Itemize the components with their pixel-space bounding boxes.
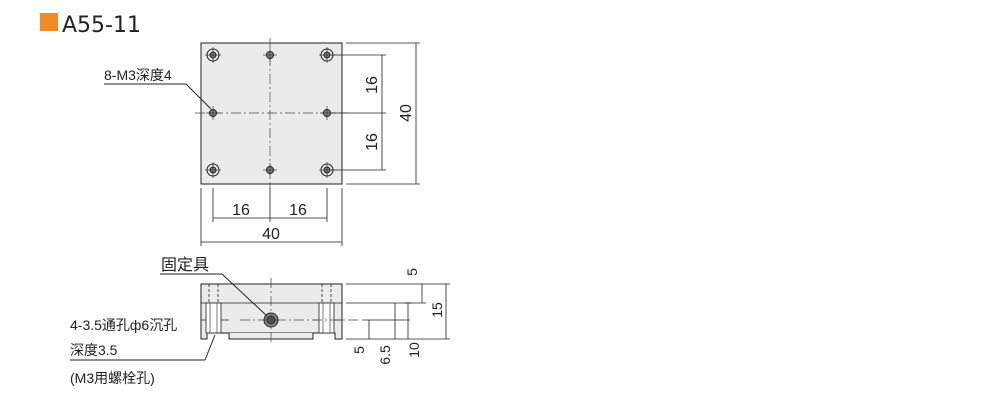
- dim-width: 40: [262, 226, 280, 243]
- dim-v-pitch-bottom: 16: [364, 133, 381, 151]
- counterbore-note-line2: 深度3.5: [70, 342, 118, 358]
- dim-5-top: 5: [404, 268, 420, 276]
- side-view: 固定具 4-3.5通孔ф6沉孔 深度3.5 (M3用螺栓孔) 5 15 5 6.…: [70, 256, 450, 386]
- counterbore-hole: [205, 284, 222, 334]
- top-plate: [200, 42, 343, 185]
- counterbore-note-line1: 4-3.5通孔ф6沉孔: [70, 317, 177, 333]
- clamp-label: 固定具: [161, 256, 209, 274]
- tapped-hole: [263, 48, 277, 62]
- clamp-label-leader: [221, 273, 268, 317]
- model-title: A55-11: [62, 13, 141, 38]
- dim-15: 15: [429, 302, 445, 318]
- header-marker: [40, 13, 58, 31]
- tapped-hole: [263, 163, 277, 177]
- dim-h-pitch-left: 16: [232, 202, 250, 219]
- counterbore-hole: [318, 284, 335, 334]
- tapped-hole: [206, 106, 220, 120]
- dim-10: 10: [406, 342, 422, 358]
- tapped-hole: [320, 106, 334, 120]
- side-body: [200, 283, 343, 340]
- tapped-hole: [205, 47, 221, 63]
- counterbore-note-leader: [204, 334, 216, 361]
- dim-h-pitch-right: 16: [289, 202, 307, 219]
- dim-v-pitch-top: 16: [364, 76, 381, 94]
- counterbore-note-line3: (M3用螺栓孔): [70, 370, 155, 386]
- top-view: 8-M3深度4 16 16 40 16 16 40: [104, 38, 420, 246]
- dim-height: 40: [398, 104, 415, 122]
- dim-5-bottom: 5: [351, 346, 367, 354]
- dim-6-5: 6.5: [377, 345, 393, 365]
- hole-callout-leader: [185, 83, 212, 110]
- tapped-hole: [319, 162, 335, 178]
- hole-callout-label: 8-M3深度4: [104, 67, 172, 83]
- tapped-hole: [205, 162, 221, 178]
